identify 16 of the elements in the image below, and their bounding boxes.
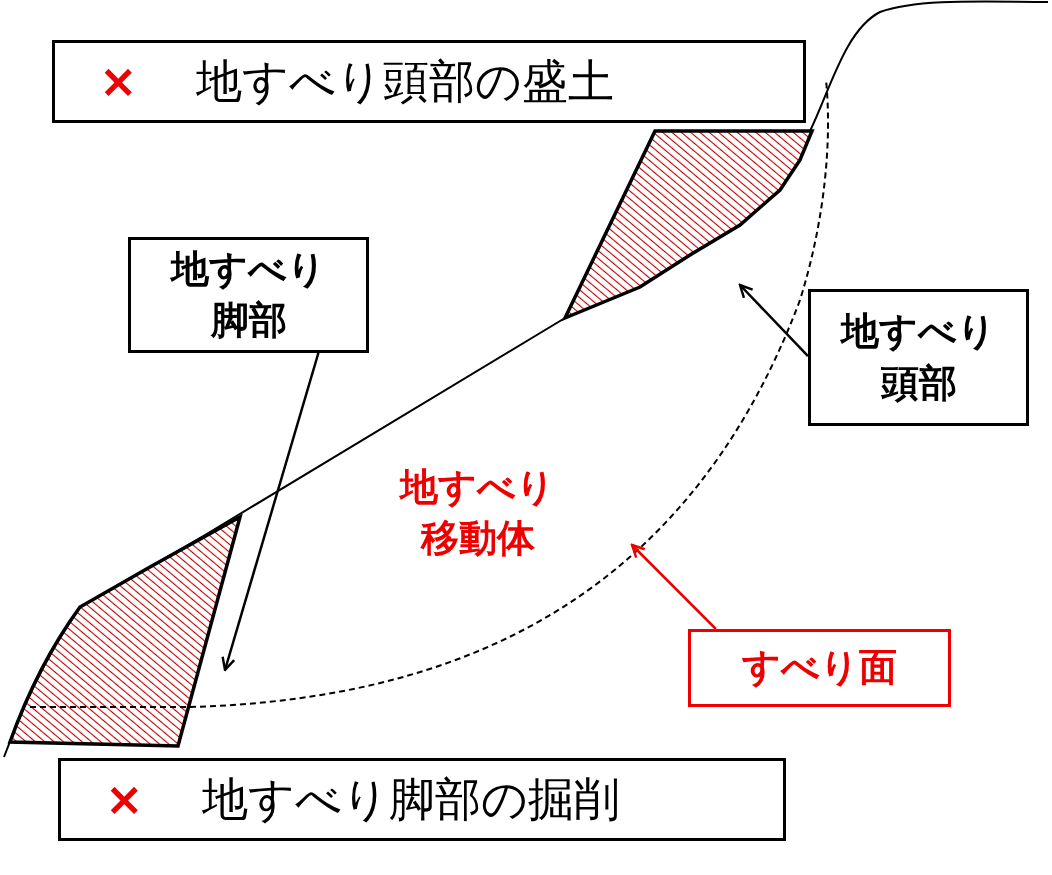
callout-text: すべり面 — [741, 644, 898, 692]
note-text: 地すべり頭部の盛土 — [195, 53, 614, 111]
note-text: 地すべり脚部の掘削 — [201, 771, 620, 829]
cross-mark: × — [105, 771, 144, 829]
leader-arrow — [738, 283, 809, 357]
leader-arrow — [221, 352, 320, 672]
callout-text: 地すべり頭部 — [839, 308, 997, 407]
callout-box — [808, 289, 1029, 426]
cross-mark: × — [99, 53, 138, 111]
callout-box — [688, 629, 951, 707]
callout-box — [128, 237, 369, 353]
leader-arrow — [630, 543, 717, 630]
note-box — [52, 40, 806, 123]
note-box — [58, 758, 786, 841]
callout-text: 地すべり脚部 — [169, 245, 327, 344]
region-label: 地すべり移動体 — [398, 464, 556, 563]
